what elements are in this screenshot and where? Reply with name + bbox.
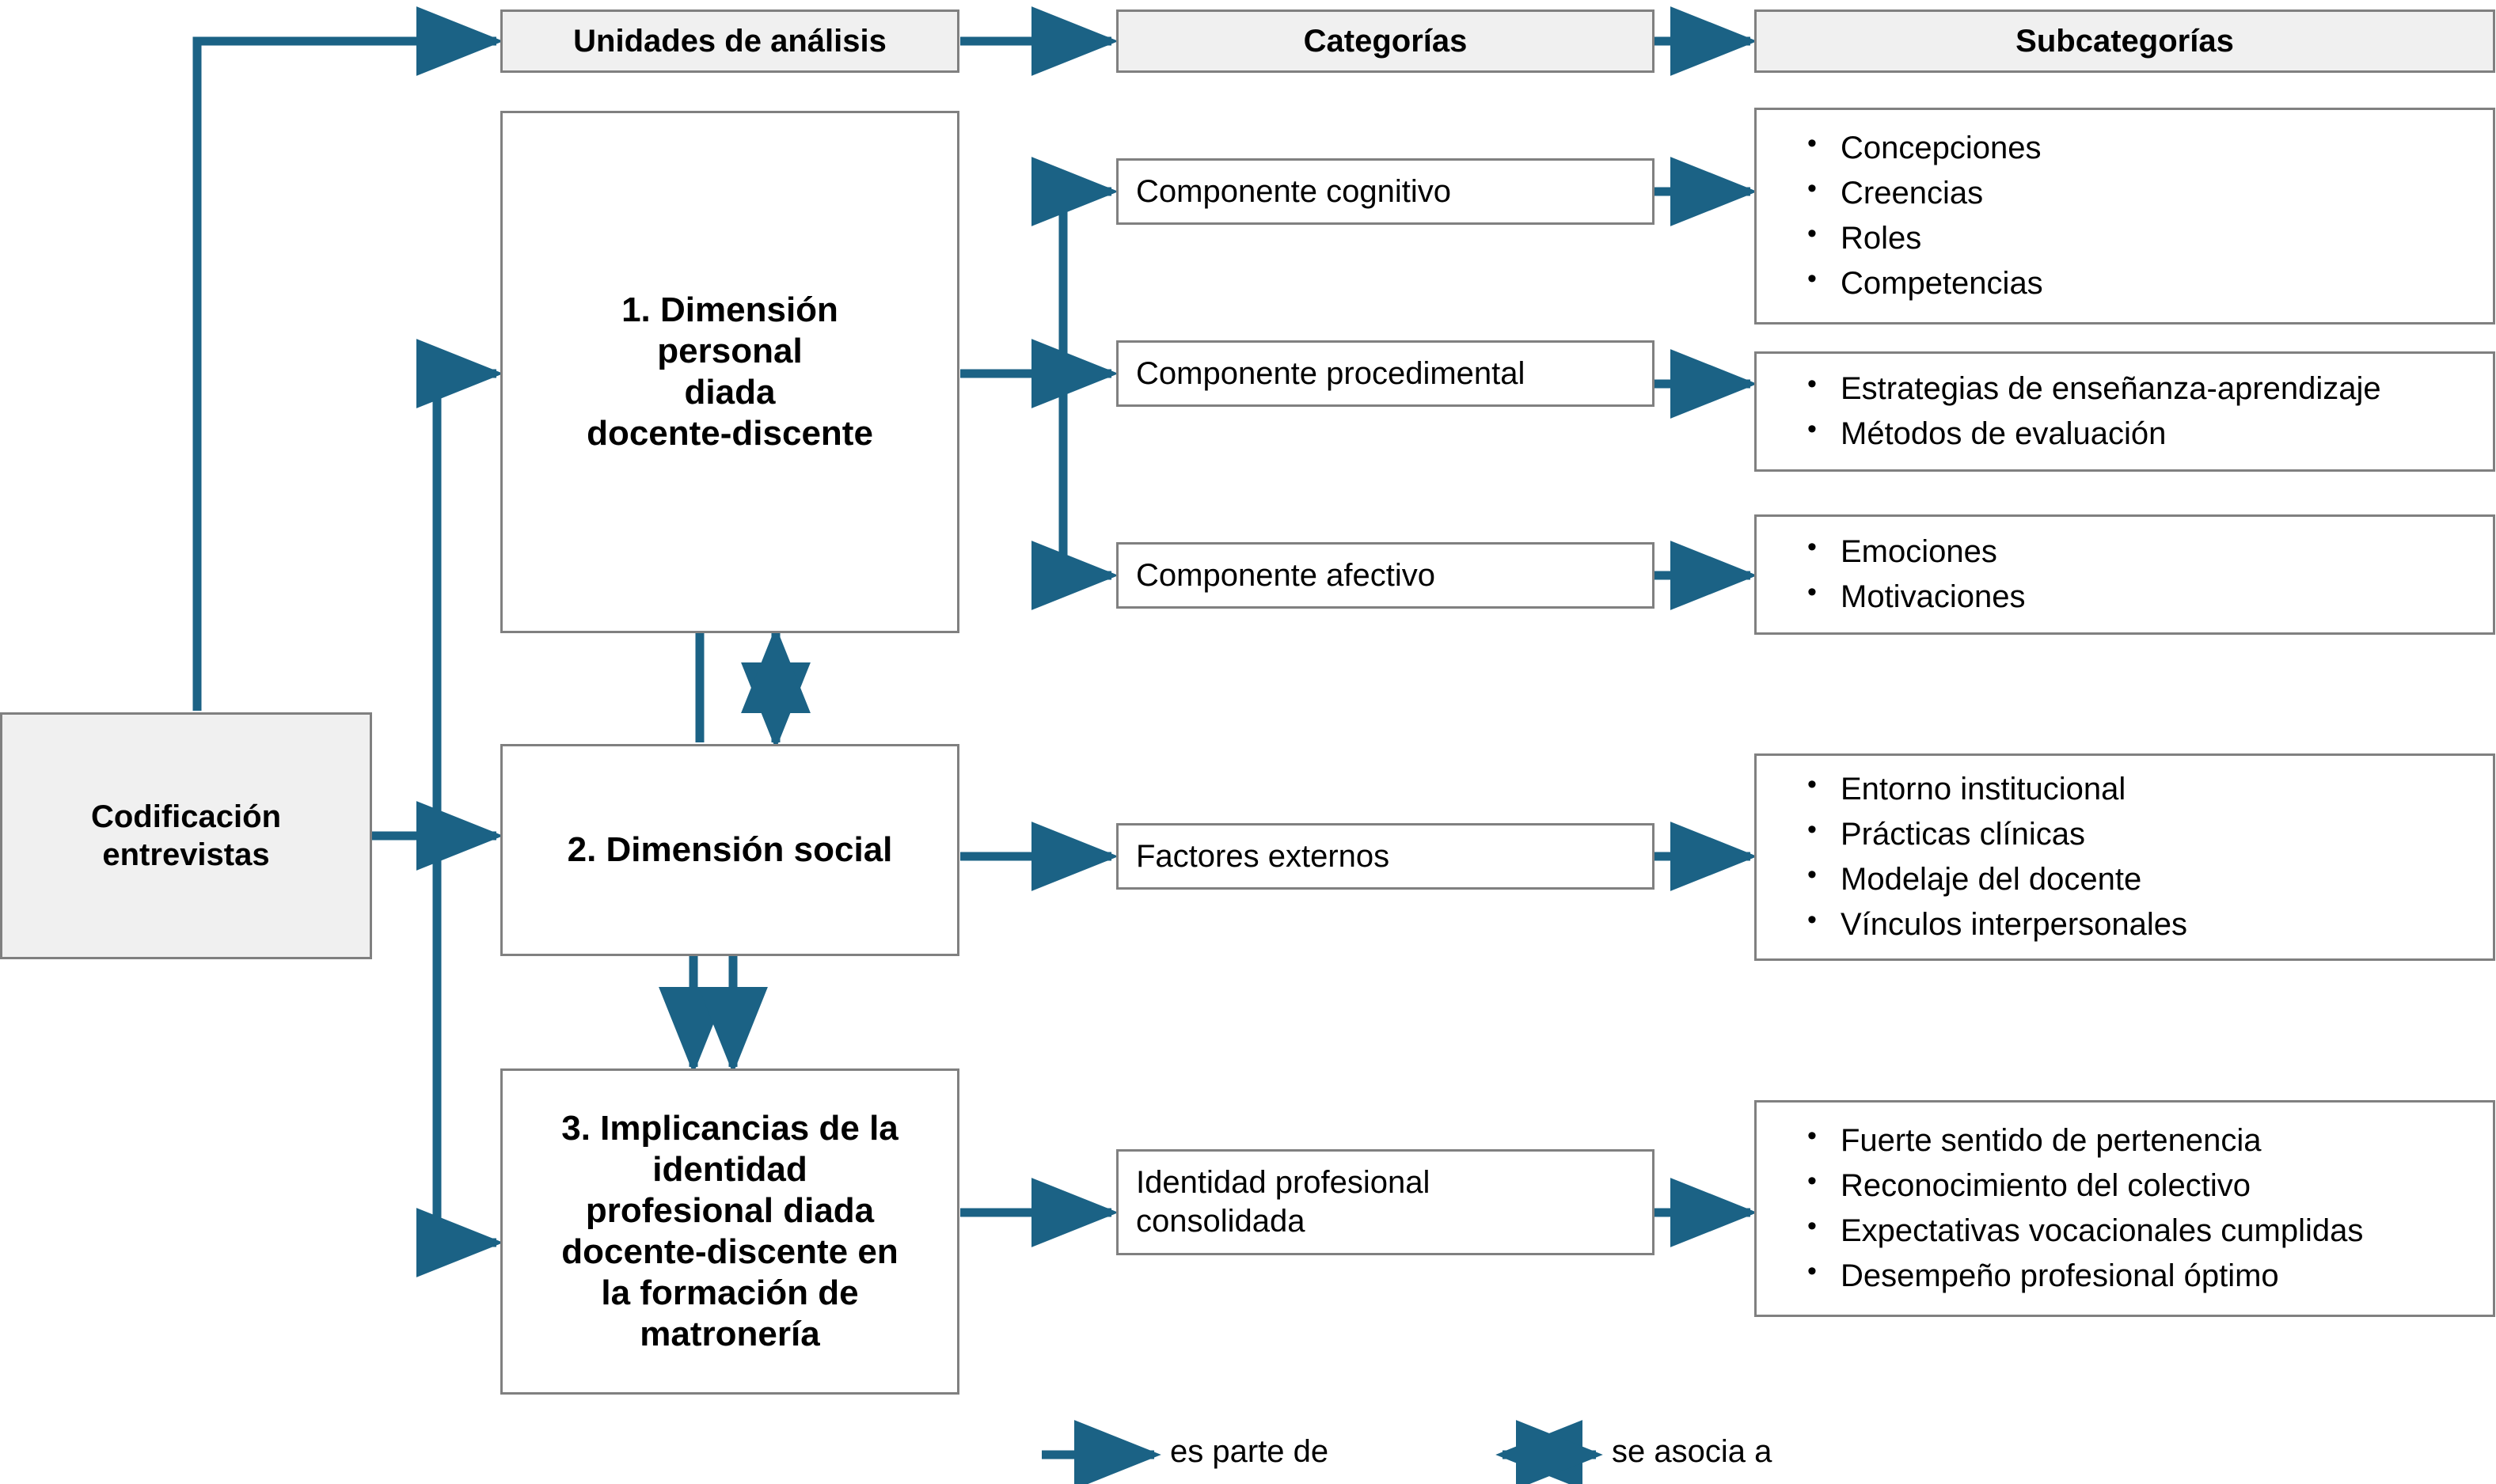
componente-cognitivo-label: Componente cognitivo bbox=[1136, 173, 1452, 209]
header-unidades-de-analisis[interactable]: Unidades de análisis bbox=[500, 9, 959, 73]
node-componente-afectivo[interactable]: Componente afectivo bbox=[1116, 542, 1655, 609]
node-dimension-social[interactable]: 2. Dimensión social bbox=[500, 744, 959, 956]
list-item: Concepciones bbox=[1807, 124, 2493, 171]
edge-root-to-unidades bbox=[192, 6, 503, 711]
header-subcategorias-label: Subcategorías bbox=[2015, 23, 2234, 59]
dimension-social-label: 2. Dimensión social bbox=[567, 830, 893, 870]
list-item: Desempeño profesional óptimo bbox=[1807, 1252, 2493, 1299]
node-sub-procedimental[interactable]: Estrategias de enseñanza-aprendizaje Mét… bbox=[1754, 351, 2495, 472]
node-factores-externos[interactable]: Factores externos bbox=[1116, 823, 1655, 890]
list-item: Emociones bbox=[1807, 528, 2493, 575]
list-item: Expectativas vocacionales cumplidas bbox=[1807, 1207, 2493, 1254]
list-item: Prácticas clínicas bbox=[1807, 810, 2493, 857]
list-item: Reconocimiento del colectivo bbox=[1807, 1162, 2493, 1209]
header-subcategorias[interactable]: Subcategorías bbox=[1754, 9, 2495, 73]
sub-afectivo-list: Emociones Motivaciones bbox=[1757, 528, 2493, 620]
list-item: Competencias bbox=[1807, 260, 2493, 306]
legend-es-parte-de-label: es parte de bbox=[1170, 1434, 1329, 1469]
list-item: Modelaje del docente bbox=[1807, 856, 2493, 902]
list-item: Motivaciones bbox=[1807, 573, 2493, 620]
sub-factores-list: Entorno institucional Prácticas clínicas… bbox=[1757, 765, 2493, 947]
node-sub-cognitivo[interactable]: Concepciones Creencias Roles Competencia… bbox=[1754, 108, 2495, 325]
sub-identidad-list: Fuerte sentido de pertenencia Reconocimi… bbox=[1757, 1117, 2493, 1299]
list-item: Métodos de evaluación bbox=[1807, 410, 2493, 457]
node-sub-afectivo[interactable]: Emociones Motivaciones bbox=[1754, 514, 2495, 635]
legend-se-asocia-a-label: se asocia a bbox=[1612, 1434, 1772, 1469]
header-categorias[interactable]: Categorías bbox=[1116, 9, 1655, 73]
list-item: Fuerte sentido de pertenencia bbox=[1807, 1117, 2493, 1163]
node-sub-identidad[interactable]: Fuerte sentido de pertenencia Reconocimi… bbox=[1754, 1100, 2495, 1317]
header-unidades-label: Unidades de análisis bbox=[573, 23, 887, 59]
node-componente-procedimental[interactable]: Componente procedimental bbox=[1116, 340, 1655, 407]
legend-item-se-asocia-a: se asocia a bbox=[1612, 1434, 1772, 1470]
factores-externos-label: Factores externos bbox=[1136, 838, 1390, 874]
sub-cognitivo-list: Concepciones Creencias Roles Competencia… bbox=[1757, 124, 2493, 306]
list-item: Vínculos interpersonales bbox=[1807, 901, 2493, 947]
componente-procedimental-label: Componente procedimental bbox=[1136, 355, 1525, 391]
header-categorias-label: Categorías bbox=[1303, 23, 1468, 59]
list-item: Creencias bbox=[1807, 169, 2493, 216]
node-sub-factores[interactable]: Entorno institucional Prácticas clínicas… bbox=[1754, 753, 2495, 961]
list-item: Entorno institucional bbox=[1807, 765, 2493, 812]
sub-procedimental-list: Estrategias de enseñanza-aprendizaje Mét… bbox=[1757, 365, 2493, 457]
node-componente-cognitivo[interactable]: Componente cognitivo bbox=[1116, 158, 1655, 225]
list-item: Roles bbox=[1807, 214, 2493, 261]
legend-item-es-parte-de: es parte de bbox=[1170, 1434, 1328, 1470]
componente-afectivo-label: Componente afectivo bbox=[1136, 557, 1436, 593]
list-item: Estrategias de enseñanza-aprendizaje bbox=[1807, 365, 2493, 412]
